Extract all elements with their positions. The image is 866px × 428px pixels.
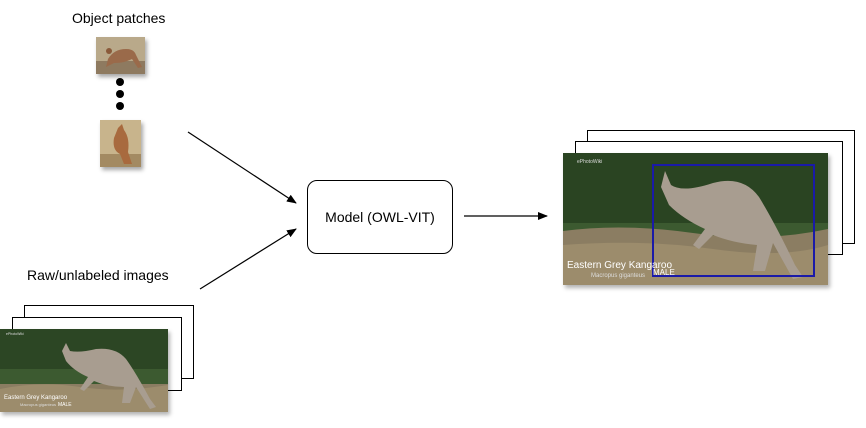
raw-image-caption-title: Eastern Grey Kangaroo <box>4 395 68 401</box>
output-caption-title: Eastern Grey Kangaroo <box>567 260 672 271</box>
output-kangaroo-photo: Eastern Grey Kangaroo Macropus giganteus… <box>563 153 828 285</box>
raw-image-kangaroo-photo: Eastern Grey Kangaroo Macropus giganteus… <box>0 329 168 412</box>
output-caption-sex: MALE <box>653 268 675 277</box>
output-caption-latin: Macropus giganteus <box>591 273 645 279</box>
object-patches-label: Object patches <box>72 10 166 26</box>
object-patch-1 <box>96 37 145 74</box>
output-kangaroo-figure <box>661 171 803 279</box>
object-patch-2 <box>100 120 141 167</box>
raw-image-logo: ePhotoWiki <box>6 332 24 336</box>
raw-images-label: Raw/unlabeled images <box>27 267 169 283</box>
model-box: Model (OWL-VIT) <box>307 180 453 254</box>
raw-image-caption-latin: Macropus giganteus <box>20 402 56 407</box>
arrow-images-to-model <box>199 228 297 290</box>
output-image-logo: ePhotoWiki <box>577 159 602 165</box>
ellipsis-dot-3 <box>116 102 124 110</box>
arrow-patches-to-model <box>187 131 297 204</box>
ellipsis-dot-2 <box>116 90 124 98</box>
ellipsis-dot-1 <box>116 78 124 86</box>
detection-bounding-box <box>652 164 815 277</box>
raw-image-caption-sex: MALE <box>58 402 72 408</box>
raw-image-kangaroo-figure <box>62 343 156 409</box>
model-label: Model (OWL-VIT) <box>325 209 435 225</box>
